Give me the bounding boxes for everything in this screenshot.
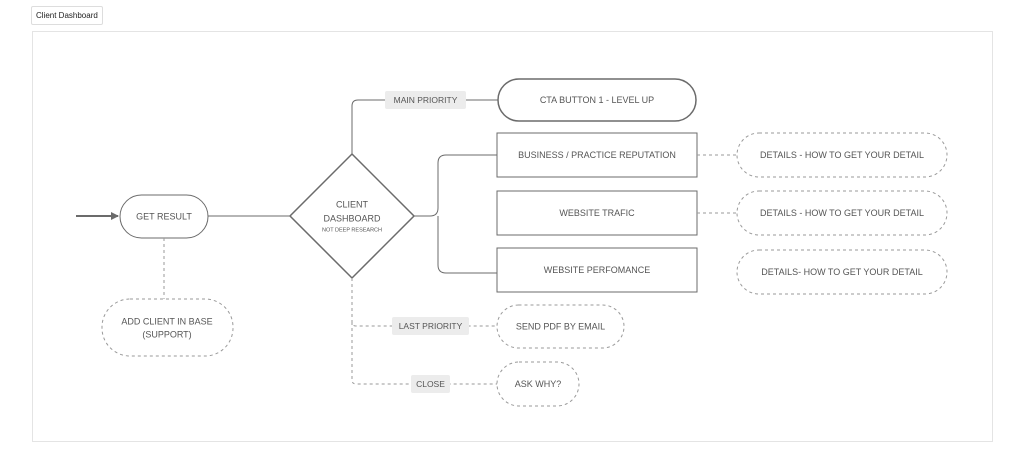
close-edge-label: CLOSE bbox=[411, 375, 450, 393]
send-pdf-node[interactable]: SEND PDF BY EMAIL bbox=[496, 304, 625, 349]
detail-label: DETAILS - HOW TO GET YOUR DETAIL bbox=[760, 208, 924, 218]
get-result-label: GET RESULT bbox=[136, 211, 192, 221]
decision-label-line1: CLIENT bbox=[336, 199, 369, 209]
connector-main-priority bbox=[351, 99, 498, 154]
svg-text:LAST PRIORITY: LAST PRIORITY bbox=[399, 321, 463, 331]
connector-close bbox=[351, 322, 498, 385]
main-priority-edge-label: MAIN PRIORITY bbox=[385, 91, 466, 109]
get-result-node[interactable]: GET RESULT bbox=[119, 194, 209, 239]
section-website-traffic[interactable]: WEBSITE TRAFIC bbox=[496, 190, 698, 236]
ask-why-node[interactable]: ASK WHY? bbox=[496, 361, 580, 407]
detail-node-traffic[interactable]: DETAILS - HOW TO GET YOUR DETAIL bbox=[736, 190, 948, 236]
client-dashboard-decision[interactable]: CLIENT DASHBOARD NOT DEEP RESEARCH bbox=[288, 152, 416, 280]
send-pdf-label: SEND PDF BY EMAIL bbox=[516, 321, 605, 331]
dashboard-title-tab[interactable]: Client Dashboard bbox=[31, 6, 103, 25]
decision-label-line2: DASHBOARD bbox=[323, 213, 381, 223]
add-client-node[interactable]: ADD CLIENT IN BASE (SUPPORT) bbox=[101, 298, 234, 357]
detail-node-reputation[interactable]: DETAILS - HOW TO GET YOUR DETAIL bbox=[736, 132, 948, 178]
detail-node-performance[interactable]: DETAILS- HOW TO GET YOUR DETAIL bbox=[736, 249, 948, 295]
decision-subtext: NOT DEEP RESEARCH bbox=[322, 227, 382, 233]
section-website-performance[interactable]: WEBSITE PERFOMANCE bbox=[496, 247, 698, 293]
ask-why-label: ASK WHY? bbox=[515, 379, 562, 389]
detail-label: DETAILS - HOW TO GET YOUR DETAIL bbox=[760, 150, 924, 160]
detail-label: DETAILS- HOW TO GET YOUR DETAIL bbox=[761, 267, 923, 277]
section-label: WEBSITE PERFOMANCE bbox=[544, 265, 651, 275]
add-client-label-line2: (SUPPORT) bbox=[142, 329, 191, 339]
section-label: BUSINESS / PRACTICE REPUTATION bbox=[518, 150, 676, 160]
add-client-label-line1: ADD CLIENT IN BASE bbox=[121, 316, 212, 326]
last-priority-edge-label: LAST PRIORITY bbox=[392, 317, 469, 335]
cta-label: CTA BUTTON 1 - LEVEL UP bbox=[540, 95, 654, 105]
connector-sections-brace bbox=[414, 154, 497, 274]
section-business-reputation[interactable]: BUSINESS / PRACTICE REPUTATION bbox=[496, 132, 698, 178]
cta-level-up-node[interactable]: CTA BUTTON 1 - LEVEL UP bbox=[497, 78, 697, 122]
svg-text:CLOSE: CLOSE bbox=[416, 379, 445, 389]
section-label: WEBSITE TRAFIC bbox=[559, 208, 635, 218]
svg-text:MAIN PRIORITY: MAIN PRIORITY bbox=[394, 95, 458, 105]
